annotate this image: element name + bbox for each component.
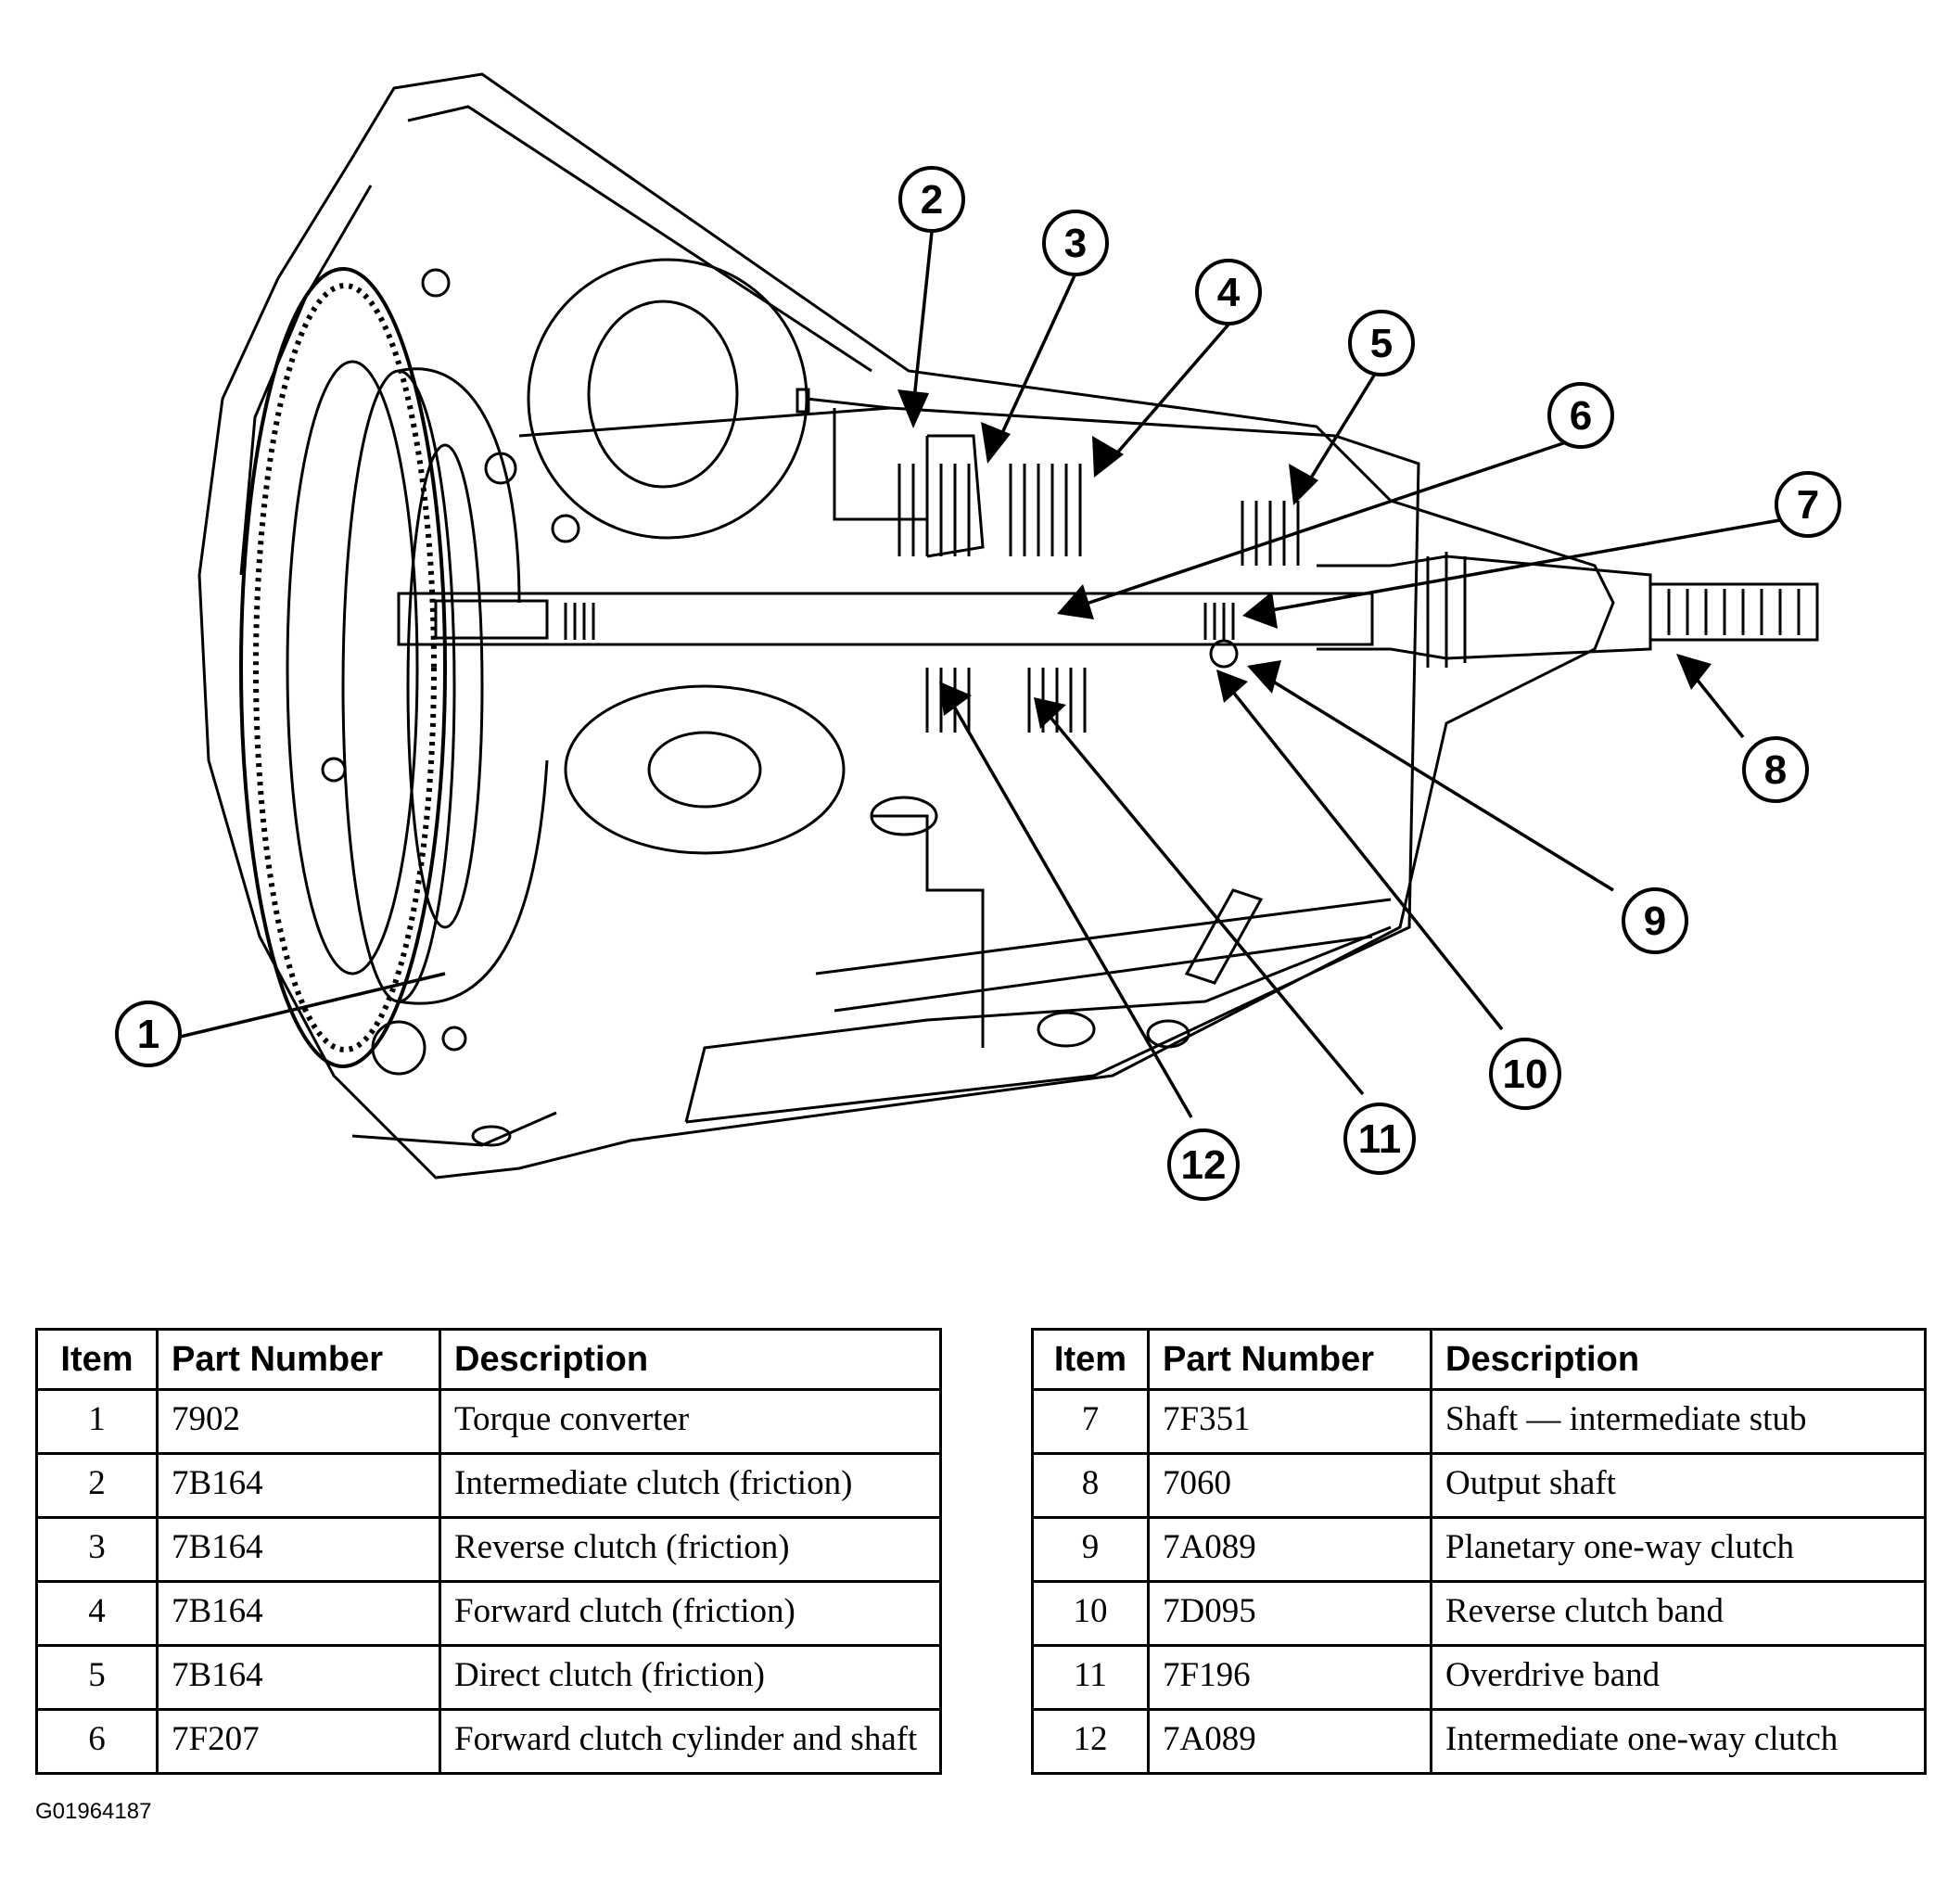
callout-leaders: [152, 231, 1786, 1118]
item-cell: 1: [35, 1388, 159, 1455]
item-cell: 2: [35, 1452, 159, 1519]
callout-2: 2: [898, 166, 965, 233]
description-cell: Intermediate clutch (friction): [439, 1452, 942, 1519]
callout-10-label: 10: [1503, 1052, 1548, 1097]
description-cell: Intermediate one-way clutch: [1430, 1708, 1927, 1775]
description-cell: Output shaft: [1430, 1452, 1927, 1519]
callout-6: 6: [1547, 382, 1614, 449]
callout-4-label: 4: [1217, 270, 1241, 315]
part-number-cell: 7F207: [156, 1708, 441, 1775]
item-cell: 11: [1031, 1644, 1150, 1711]
part-number-cell: 7F196: [1147, 1644, 1432, 1711]
callout-6-label: 6: [1570, 393, 1592, 439]
callout-3-label: 3: [1064, 221, 1087, 266]
table-header-row: Item Part Number Description: [1031, 1328, 1927, 1391]
part-number-cell: 7D095: [1147, 1580, 1432, 1647]
description-cell: Overdrive band: [1430, 1644, 1927, 1711]
callout-1: 1: [115, 1001, 182, 1067]
part-number-cell: 7A089: [1147, 1708, 1432, 1775]
callout-8: 8: [1742, 736, 1809, 803]
header-item: Item: [1031, 1328, 1150, 1391]
description-cell: Torque converter: [439, 1388, 942, 1455]
item-cell: 6: [35, 1708, 159, 1775]
header-description: Description: [439, 1328, 942, 1391]
callout-5-label: 5: [1370, 321, 1393, 366]
callout-1-label: 1: [137, 1012, 159, 1057]
description-cell: Forward clutch (friction): [439, 1580, 942, 1647]
item-cell: 10: [1031, 1580, 1150, 1647]
item-cell: 8: [1031, 1452, 1150, 1519]
part-number-cell: 7B164: [156, 1644, 441, 1711]
item-cell: 5: [35, 1644, 159, 1711]
callout-11: 11: [1343, 1103, 1416, 1175]
item-cell: 7: [1031, 1388, 1150, 1455]
part-number-cell: 7060: [1147, 1452, 1432, 1519]
item-cell: 9: [1031, 1516, 1150, 1583]
part-number-cell: 7902: [156, 1388, 441, 1455]
description-cell: Direct clutch (friction): [439, 1644, 942, 1711]
transmission-cutaway-diagram: 1 2 3 4 5 6 7 8 9 10 11 12: [115, 72, 1841, 1201]
callout-7: 7: [1775, 471, 1841, 538]
table-header-row: Item Part Number Description: [35, 1328, 942, 1391]
description-cell: Shaft — intermediate stub: [1430, 1388, 1927, 1455]
item-cell: 12: [1031, 1708, 1150, 1775]
callout-12: 12: [1167, 1128, 1240, 1201]
callout-8-label: 8: [1764, 747, 1787, 793]
header-item: Item: [35, 1328, 159, 1391]
part-number-cell: 7B164: [156, 1516, 441, 1583]
description-cell: Reverse clutch (friction): [439, 1516, 942, 1583]
callout-9-label: 9: [1644, 899, 1666, 944]
callout-7-label: 7: [1797, 482, 1819, 528]
transmission-illustration: [197, 72, 1819, 1179]
item-cell: 3: [35, 1516, 159, 1583]
callout-12-label: 12: [1181, 1142, 1227, 1188]
description-cell: Forward clutch cylinder and shaft: [439, 1708, 942, 1775]
header-part-number: Part Number: [156, 1328, 441, 1391]
callout-11-label: 11: [1358, 1116, 1402, 1162]
header-description: Description: [1430, 1328, 1927, 1391]
item-cell: 4: [35, 1580, 159, 1647]
callout-5: 5: [1348, 310, 1415, 376]
part-number-cell: 7A089: [1147, 1516, 1432, 1583]
description-cell: Reverse clutch band: [1430, 1580, 1927, 1647]
part-number-cell: 7B164: [156, 1452, 441, 1519]
callout-3: 3: [1042, 210, 1109, 276]
header-part-number: Part Number: [1147, 1328, 1432, 1391]
callout-10: 10: [1489, 1038, 1561, 1110]
figure-id: G01964187: [35, 1799, 152, 1824]
description-cell: Planetary one-way clutch: [1430, 1516, 1927, 1583]
callout-4: 4: [1195, 259, 1262, 325]
callout-2-label: 2: [921, 177, 943, 223]
callout-9: 9: [1622, 887, 1688, 954]
part-number-cell: 7B164: [156, 1580, 441, 1647]
part-number-cell: 7F351: [1147, 1388, 1432, 1455]
